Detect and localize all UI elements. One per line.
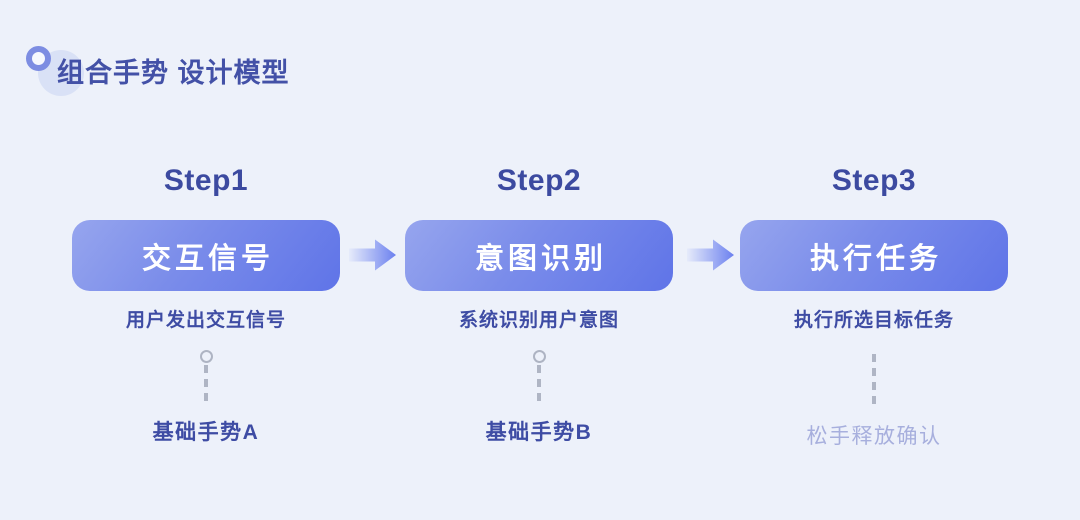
step-column-2: Step2 意图识别 系统识别用户意图 基础手势B	[405, 163, 673, 447]
step2-gesture-label: 基础手势B	[485, 421, 593, 444]
step3-description: 执行所选目标任务	[793, 310, 954, 331]
dashed-line	[872, 354, 876, 406]
step3-heading: Step3	[831, 164, 917, 197]
right-arrow-icon	[687, 239, 734, 271]
step3-gesture-label: 松手释放确认	[806, 425, 942, 448]
step1-heading: Step1	[163, 164, 249, 197]
step2-node-pill: 意图识别	[405, 220, 673, 291]
page-title: 组合手势 设计模型	[57, 58, 290, 88]
step1-gesture-label: 基础手势A	[152, 421, 260, 444]
step2-description: 系统识别用户意图	[458, 310, 619, 331]
right-arrow-icon	[349, 239, 396, 271]
step1-description: 用户发出交互信号	[125, 310, 286, 331]
dashed-line	[537, 365, 541, 405]
step-column-1: Step1 交互信号 用户发出交互信号 基础手势A	[72, 163, 340, 447]
step3-dotted-connector	[872, 350, 876, 410]
step1-dotted-connector	[199, 350, 213, 406]
step3-node-pill: 执行任务	[740, 220, 1008, 291]
connector-circle-icon	[199, 350, 213, 363]
step1-node-pill: 交互信号	[72, 220, 340, 291]
step2-heading: Step2	[496, 164, 582, 197]
connector-circle-icon	[532, 350, 546, 363]
ring-circle-icon	[26, 46, 51, 71]
step-column-3: Step3 执行任务 执行所选目标任务 松手释放确认	[740, 163, 1008, 451]
dashed-line	[204, 365, 208, 405]
step2-dotted-connector	[532, 350, 546, 406]
